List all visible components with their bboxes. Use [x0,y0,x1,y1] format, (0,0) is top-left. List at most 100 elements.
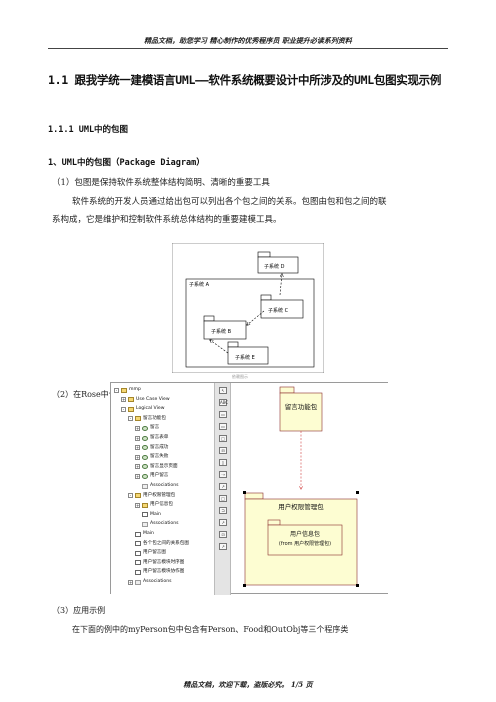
tree-item-label: 用户留言 [150,473,169,479]
toolbar-tool-button[interactable]: ↗ [219,543,227,550]
toolbar-tool-button[interactable]: ▭ [219,411,227,418]
toolbar-tool-button[interactable]: ⇢ [219,471,227,478]
paragraph-1: （1）包图是保持软件系统整体结构简明、清晰的重要工具 [52,178,270,188]
expand-icon[interactable]: + [135,473,140,479]
dependency-e-to-b [210,340,229,354]
expand-icon[interactable]: + [121,397,126,403]
diag-icon [135,541,141,547]
expand-icon[interactable]: + [128,579,133,585]
expand-icon[interactable]: + [135,435,140,441]
folder-icon [135,416,141,422]
package-c: 子系统 C [260,294,304,319]
tree-item-label: 留言显示页面 [150,463,178,469]
tree-item[interactable]: 用户留言模块协作图 [128,568,184,576]
tree-item[interactable]: +用户信息包 [135,501,173,509]
cls-icon [142,425,148,431]
section-heading-1-1: 1.1 跟我学统一建模语言UML——软件系统概要设计中所涉及的UML包图实现示例 [48,73,442,87]
toolbar-tool-button[interactable]: ⊟ [219,447,227,454]
expand-icon[interactable]: + [135,464,140,470]
expand-icon[interactable]: + [135,445,140,451]
folder-icon [135,493,141,499]
tree-item[interactable]: + 留言成功 [135,444,168,452]
diagram-toolbar: ↖ ABC ▭ ▭ □ ⊟ ▯ ⇢ ↗ □ ⊐ ↗ ⊡ ↗ [215,383,231,595]
package-e: 子系统 E [227,341,269,365]
selection-handle [243,584,246,587]
diag-icon [135,569,141,575]
tree-item-label: Logical View [136,406,165,412]
folder-icon [128,406,134,412]
tree-item[interactable]: - 留言功能包 [128,415,166,423]
expand-icon[interactable]: + [135,425,140,431]
cls-icon [142,464,148,470]
package-user-info-from: (from 用户权限管理包) [279,540,331,547]
toolbar-tool-button[interactable]: ▭ [219,423,227,430]
header-rule [48,48,448,49]
tree-item-label: 留言 [150,425,160,431]
tree-item-label: 用户留言图 [143,550,166,556]
toolbar-tool-button[interactable]: ⊡ [219,531,227,538]
assoc-icon [142,521,148,527]
tree-item-label: 留言功能包 [143,415,166,421]
selection-handle [356,491,359,494]
tree-item[interactable]: - Logical View [121,405,164,413]
tree-item[interactable]: 各个包之间的关系包图 [128,540,189,548]
tree-item[interactable]: 用户留言图 [128,549,166,557]
assoc-icon [142,483,148,489]
dependency-c-to-d [279,274,282,296]
package-user-info-label: 用户信息包 [290,530,320,538]
toolbar-tool-button[interactable]: ABC [219,399,229,406]
toolbar-tool-button[interactable]: ⊐ [219,507,227,514]
package-user-permission-label: 用户权限管理包 [278,502,324,511]
collapse-icon[interactable]: - [121,406,126,412]
subsystem-dependency-diagram: 子系统 D 子系统 A 子系统 C 子系统 B 子系统 E [172,243,324,373]
tree-item[interactable]: Associations [135,520,179,528]
paragraph-2-line-1: 软件系统的开发人员通过给出包可以列出各个包之间的关系。包图由包和包之间的联 [72,197,387,207]
folder-icon [121,387,127,393]
folder-icon [142,502,148,508]
tree-item[interactable]: + 留言显示页面 [135,463,178,471]
rose-screenshot: -mmp+Use Case View-Logical View-留言功能包+留言… [110,382,388,595]
toolbar-tool-button[interactable]: ↖ [219,387,227,394]
tree-item[interactable]: + 留言表单 [135,434,168,442]
package-a-label: 子系统 A [189,281,210,288]
tree-item-label: mmp [129,387,141,392]
package-user-info[interactable]: 用户信息包 (from 用户权限管理包) [267,519,343,556]
tree-item[interactable]: + Use Case View [121,396,170,404]
cls-icon [142,454,148,460]
tree-item-label: Use Case View [136,396,170,402]
toolbar-tool-button[interactable]: ↗ [219,519,227,526]
collapse-icon[interactable]: - [128,416,133,422]
tree-item[interactable]: -用户权限管理包 [128,492,175,500]
tree-item[interactable]: + 留言 [135,424,159,432]
page-footer: 精品文档，欢迎下载，盗版必究。 1/5 页 [183,680,313,689]
tree-item-label: Associations [143,579,172,584]
toolbar-tool-button[interactable]: □ [219,435,227,442]
tree-item[interactable]: Associations [135,482,179,490]
toolbar-tool-button[interactable]: ▯ [219,459,227,466]
collapse-icon[interactable]: - [114,387,119,393]
tree-item[interactable]: Main [135,511,161,519]
cls-icon [142,473,148,479]
tree-item-label: 留言失败 [150,454,169,460]
section-heading-1-1-1: 1.1.1 UML中的包图 [48,125,129,135]
collapse-icon[interactable]: - [128,493,133,499]
tree-item[interactable]: 用户留言模块时序图 [128,559,184,567]
tree-item[interactable]: + Associations [128,578,172,586]
tree-item-label: 各个包之间的关系包图 [143,540,189,546]
tree-item-label: Associations [150,483,179,488]
tree-item[interactable]: - mmp [114,386,141,394]
cls-icon [142,435,148,441]
tree-item-label: Main [150,511,161,517]
tree-item[interactable]: Main [128,530,154,538]
tree-item[interactable]: + 留言失败 [135,453,168,461]
expand-icon[interactable]: + [135,502,140,508]
tree-item[interactable]: + 用户留言 [135,472,168,480]
toolbar-tool-button[interactable]: ↗ [219,483,227,490]
model-browser-tree: -mmp+Use Case View-Logical View-留言功能包+留言… [111,383,215,595]
tree-item-label: 留言成功 [150,444,169,450]
package-message-function[interactable]: 留言功能包 [279,386,323,432]
expand-icon[interactable]: + [135,454,140,460]
toolbar-tool-button[interactable]: □ [219,495,227,502]
tree-item-label: 留言表单 [150,435,169,440]
diag-icon [135,550,141,556]
